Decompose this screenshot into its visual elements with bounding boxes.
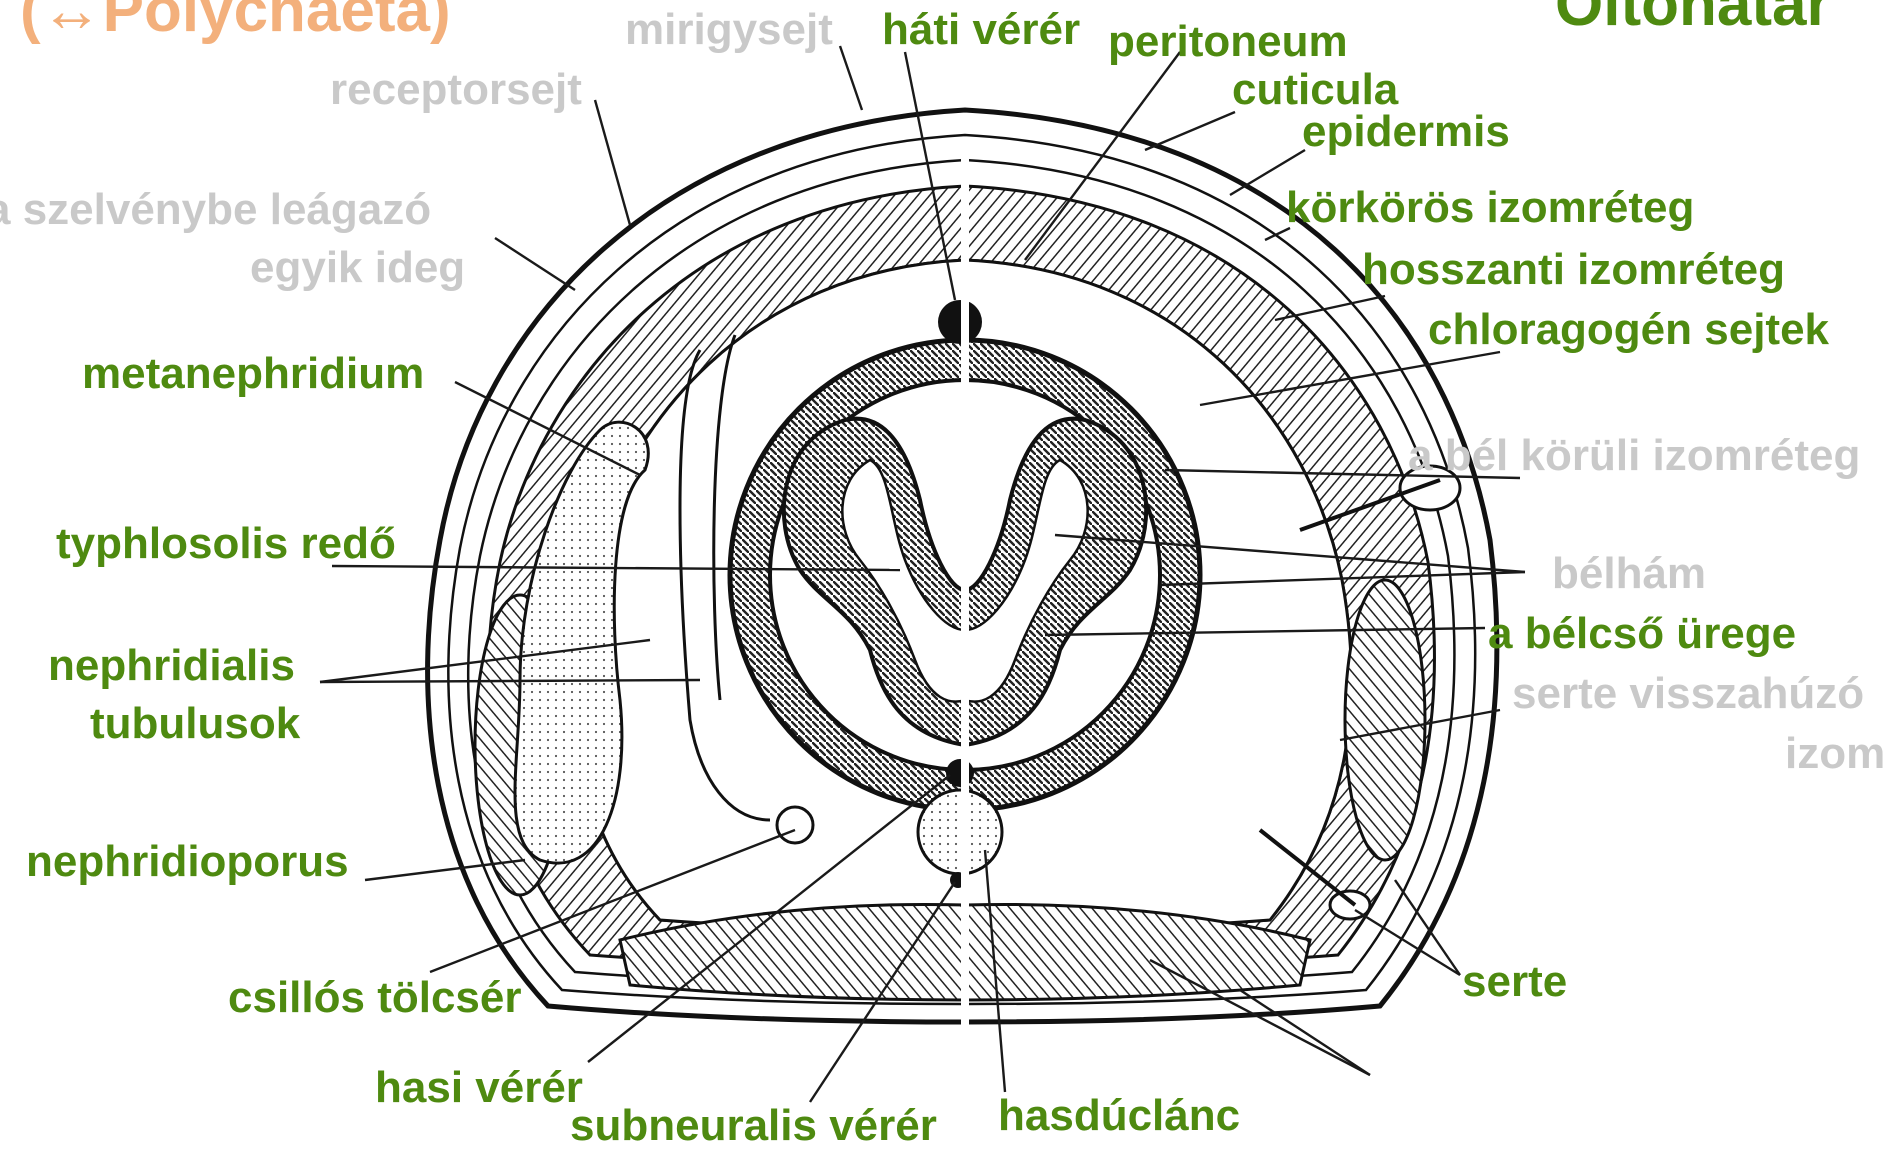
label-peritoneum: peritoneum [1108, 20, 1348, 64]
label-csillos: csillós tölcsér [228, 976, 521, 1020]
label-belham: bélhám [1552, 552, 1706, 596]
label-ideg-line1: a szelvénybe leágazó [0, 188, 431, 232]
label-mirigysejt: mirigysejt [625, 8, 833, 52]
leader-receptorsejt [595, 100, 630, 225]
ciliated-funnel [777, 807, 813, 843]
leader-cuticula [1145, 112, 1235, 150]
label-korkoros: körkörös izomréteg [1286, 186, 1694, 230]
label-hati-verer: háti vérér [882, 8, 1080, 52]
ventral-nerve-cord [918, 790, 1002, 874]
label-nephridialis-line1: nephridialis [48, 644, 295, 688]
label-nephridialis-line2: tubulusok [90, 702, 300, 746]
label-epidermis: epidermis [1302, 110, 1510, 154]
label-chloragogen: chloragogén sejtek [1428, 308, 1829, 352]
label-hosszanti: hosszanti izomréteg [1362, 248, 1785, 292]
label-nephridioporus: nephridioporus [26, 840, 349, 884]
right-lateral-muscle [1345, 580, 1425, 860]
label-hasduclanc: hasdúclánc [998, 1094, 1240, 1138]
label-typhlosolis: typhlosolis redő [56, 522, 396, 566]
header-right-fragment: Oltonatar [1555, 0, 1831, 36]
leader-ideg [495, 238, 575, 290]
label-belcso: a bélcső ürege [1488, 612, 1796, 656]
label-serte-vissza-line2: izom [1785, 732, 1885, 776]
dorsal-vessel-node [938, 300, 982, 344]
label-metanephridium: metanephridium [82, 352, 424, 396]
label-receptorsejt: receptorsejt [330, 68, 582, 112]
header-left-fragment: (↔Polychaeta) [20, 0, 451, 42]
label-ideg-line2: egyik ideg [250, 246, 465, 290]
leader-mirigysejt [840, 46, 862, 110]
ventral-vessel-node [946, 759, 974, 787]
label-serte: serte [1462, 960, 1567, 1004]
label-cuticula: cuticula [1232, 68, 1398, 112]
label-hasi-verer: hasi vérér [375, 1066, 583, 1110]
label-serte-vissza-line1: serte visszahúzó [1512, 672, 1864, 716]
label-bel-koruli: a bél körüli izomréteg [1408, 434, 1860, 478]
label-subneuralis: subneuralis vérér [570, 1104, 937, 1148]
